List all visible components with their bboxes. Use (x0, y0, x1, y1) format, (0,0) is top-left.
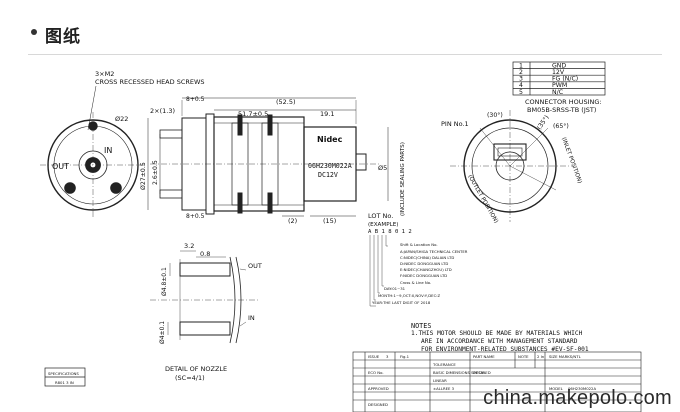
dim-body-length: 51.7±0.5 (238, 110, 268, 118)
lot-legend-0: Shift & Location No. (400, 242, 438, 247)
title-no: 2 In (537, 354, 545, 359)
bullet-icon (31, 29, 37, 35)
dim-gap: (2) (288, 217, 297, 225)
lot-leader-lines (369, 235, 388, 307)
screws-desc-label: CROSS RECESSED HEAD SCREWS (95, 78, 205, 86)
title-note: NOTE (518, 354, 529, 359)
motor-voltage-label: DC12V (318, 171, 338, 179)
title-approved: APPROVED (368, 386, 389, 391)
dim-can-length: 19.1 (320, 110, 334, 118)
pin-table-pin-2: 2 (519, 69, 523, 76)
title-tol-allree: ±ALLREE 3 (433, 386, 455, 391)
notes-line-3: FOR ENVIRONMENT-RELATED SUBSTANCES #EV-S… (421, 346, 589, 353)
motor-model-label: 06H230M022A (308, 162, 352, 170)
front-in-label: IN (104, 146, 112, 155)
title-part-name: PART NAME (473, 354, 495, 359)
lot-legend-7: DAY:01~31 (384, 286, 406, 291)
pin-table-signal-4: PWM (552, 82, 567, 89)
motor-brand-logo: Nidec (317, 135, 343, 144)
notes-line-2: ARE IN ACCORDANCE WITH MANAGEMENT STANDA… (421, 338, 578, 345)
technical-drawing: 1 GND 2 12V 3 FG (N/C) 4 PWM 5 N/C CONNE… (40, 61, 642, 412)
title-model-label: MODEL (549, 386, 564, 391)
pin-table-pin-1: 1 (519, 63, 523, 70)
header-divider (28, 54, 662, 55)
pin-table-pin-3: 3 (519, 76, 523, 83)
pin-table-signal-5: N/C (552, 89, 563, 96)
nozzle-in-label: IN (248, 314, 255, 322)
pin-table (512, 61, 606, 96)
pin-1-label: PIN No.1 (441, 120, 469, 128)
nozzle-dim-a: 3.2 (184, 242, 194, 250)
title-size: SIZE MARKS/NTL (549, 354, 582, 359)
lot-legend-1: A:JAPAN/SHIGA TECHNICAL CENTER (400, 249, 468, 254)
dim-bottom-nozzle: 8+0.5 (186, 213, 205, 220)
dim-15: (15) (323, 217, 336, 225)
spec-label: SPECIFICATIONS (48, 371, 79, 376)
lot-legend-6: Cross & Line No. (400, 280, 431, 285)
lot-legend-2: C:NIDEC(CHINA) DALIAN LTD (400, 255, 454, 260)
outlet-position-label: (OUTLET POSITION) (466, 174, 499, 224)
front-view (40, 112, 146, 218)
dim-shaft-diameter: Ø5 (378, 164, 387, 172)
title-model-value: 06H230M022A (568, 386, 596, 391)
title-tolerance: TOLERANCE (432, 362, 456, 367)
dim-outer-diameter: Ø27±0.5 (139, 162, 147, 190)
lot-legend-8: MONTH:1~9,OCT:X,NOV:Y,DEC:Z (378, 293, 441, 298)
nozzle-dim-c: Ø4.8±0.1 (161, 267, 168, 296)
nozzle-caption: DETAIL OF NOZZLE (165, 365, 227, 373)
screws-count-label: 3×M2 (95, 70, 114, 78)
lot-legend-5: F:NIDEC DONGGUAN LTD (400, 273, 447, 278)
title-tol-linear: LINEAR (433, 378, 447, 383)
dim-nozzle-spacing: 2.6±0.5 (152, 160, 159, 185)
title-fig: Fig.1 (400, 354, 410, 359)
title-designed: DESIGNED (368, 402, 388, 407)
dim-total-length: (52.5) (276, 98, 296, 106)
lot-legend-9: YEAR:THE LAST DIGIT OF 2018 (372, 300, 431, 305)
angle-35-label: (35°) (535, 114, 551, 132)
angle-65-label: (65°) (553, 122, 569, 130)
pin-table-pin-4: 4 (519, 82, 523, 89)
spec-sub-label: R801 3 IN (55, 380, 74, 385)
title-tol-basic: BASIC DIMENSIONS SPECIFIED (433, 370, 491, 375)
watermark-text: china.makepolo.com (483, 387, 672, 409)
pin-table-signal-1: GND (552, 63, 566, 70)
connector-housing-label: CONNECTOR HOUSING: (525, 98, 602, 106)
dim-top-nozzle: 8+0.5 (186, 96, 205, 103)
notes-line-1: 1.THIS MOTOR SHOULD BE MADE BY MATERIALS… (411, 330, 583, 337)
nozzle-dim-b: 0.8 (200, 250, 210, 258)
angle-30-label: (30°) (487, 111, 503, 119)
front-out-label: OUT (52, 162, 69, 171)
notes-title: NOTES (411, 322, 431, 330)
lot-code: A B 1 8 0 1 2 (368, 229, 412, 235)
section-title: 图纸 (45, 27, 81, 47)
title-detail: DETAIL (473, 370, 487, 375)
pin-table-signal-2: 12V (552, 69, 565, 76)
section-header: 图纸 (0, 0, 680, 56)
dim-left-offset: 2×(1.3) (150, 107, 175, 115)
nozzle-out-label: OUT (248, 262, 262, 270)
nozzle-scale: (SC=4/1) (175, 374, 205, 382)
title-issue: ISSUE (368, 354, 380, 359)
title-issue-value: 3 (386, 354, 389, 359)
inlet-position-label: (INLET POSITION) (560, 137, 582, 185)
lot-example: (EXAMPLE) (368, 222, 398, 228)
front-diameter-label: Ø22 (115, 115, 128, 123)
nozzle-detail (150, 250, 258, 344)
pin-table-signal-3: FG (N/C) (552, 76, 578, 83)
lot-title: LOT No. (368, 212, 393, 220)
title-block (352, 351, 642, 412)
connector-housing-part: BM05B-SRSS-TB (JST) (527, 106, 596, 114)
spec-box (44, 367, 86, 387)
dim-sealing-note: (INCLUDE SEALING PARTS) (400, 142, 406, 216)
title-eco: ECO No. (368, 370, 384, 375)
lot-legend-4: E:NIDEC(CHANGZHOU) LTD (400, 267, 452, 272)
lot-legend-3: D:NIDEC DONGGUAN LTD (400, 261, 448, 266)
nozzle-dim-d: Ø4±0.1 (159, 321, 166, 344)
end-view (450, 110, 572, 222)
pin-table-pin-5: 5 (519, 89, 523, 96)
side-view (147, 97, 389, 217)
